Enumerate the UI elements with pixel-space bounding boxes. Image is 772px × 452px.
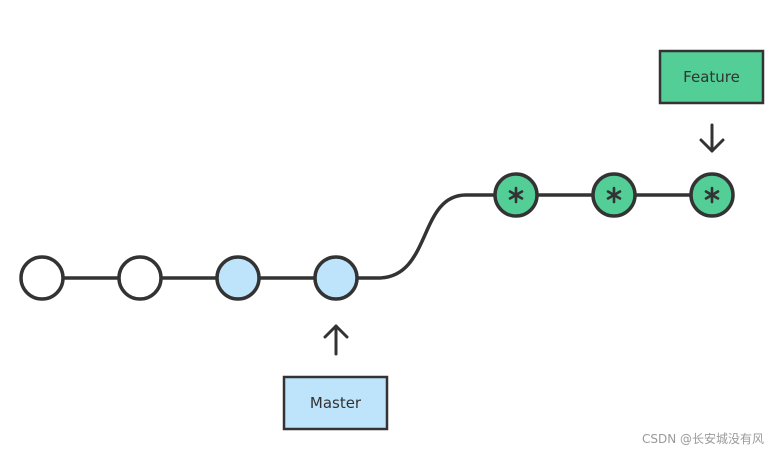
master-label-box [282, 375, 389, 431]
asterisk-icon [508, 186, 524, 204]
watermark: CSDN @长安城没有风 [642, 431, 764, 446]
commit-node [117, 255, 163, 301]
asterisk-icon [606, 186, 622, 204]
arrow-down-icon [699, 123, 725, 153]
main-branch-commits [19, 255, 359, 301]
commit-node-feature [689, 172, 735, 218]
commit-node [19, 255, 65, 301]
feature-pointer: Feature [658, 49, 765, 153]
asterisk-icon [704, 186, 720, 204]
commit-node-feature [591, 172, 637, 218]
commit-node-master [313, 255, 359, 301]
feature-branch-commits [493, 172, 735, 218]
feature-label-box [658, 49, 765, 105]
arrow-up-icon [323, 324, 349, 356]
feature-label: Feature [683, 68, 740, 86]
commit-node-feature [493, 172, 539, 218]
master-label: Master [310, 394, 362, 412]
master-pointer: Master [282, 324, 389, 431]
commit-node-master [215, 255, 261, 301]
branch-curve [336, 193, 516, 280]
